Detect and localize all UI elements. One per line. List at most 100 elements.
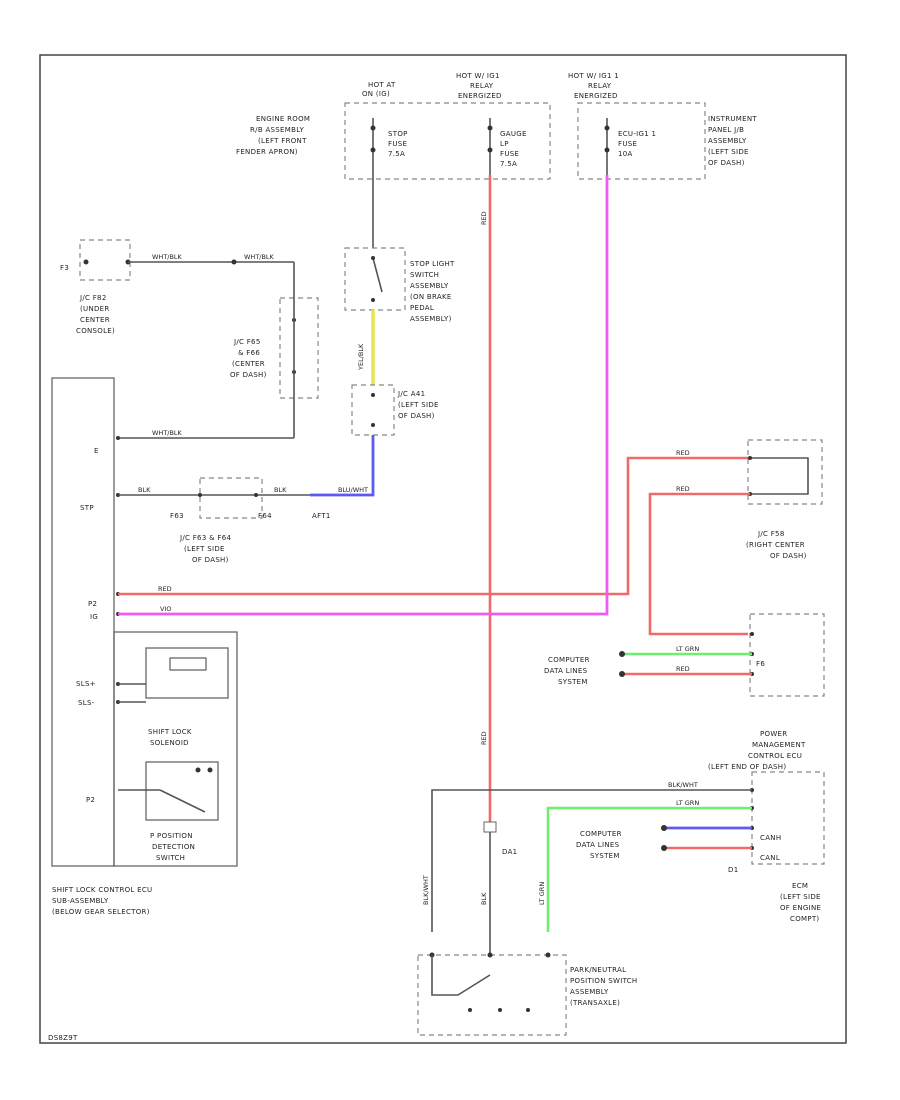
- svg-text:OF DASH): OF DASH): [708, 159, 745, 167]
- wire-violet-ig: [118, 175, 609, 616]
- svg-text:INSTRUMENT: INSTRUMENT: [708, 115, 757, 123]
- wire-red-loop: [648, 492, 750, 636]
- fuse-gauge-name: GAUGE: [500, 130, 527, 138]
- fuse-ecu-type: FUSE: [618, 140, 637, 148]
- svg-text:SYSTEM: SYSTEM: [558, 678, 588, 686]
- svg-text:POSITION SWITCH: POSITION SWITCH: [570, 977, 638, 985]
- computer-data-lines-2: COMPUTER DATA LINES SYSTEM: [576, 830, 622, 860]
- wire-label-wht-blk-1: WHT/BLK: [152, 253, 183, 261]
- wire-label-wht-blk-2: WHT/BLK: [244, 253, 275, 261]
- pin-stp: STP: [80, 504, 94, 512]
- jc-a41: J/C A41 (LEFT SIDE OF DASH): [351, 384, 438, 436]
- wire-label-wht-blk-3: WHT/BLK: [152, 429, 183, 437]
- hot-label-3-line3: ENERGIZED: [574, 92, 618, 100]
- wire-label-blk-wht: BLK/WHT: [668, 781, 698, 789]
- pin-ig: IG: [90, 613, 98, 621]
- shift-lock-ecu: E STP P2 IG SLS+ SLS- P2: [51, 377, 238, 867]
- fuse-gauge-sub: LP: [500, 140, 509, 148]
- svg-text:(LEFT SIDE: (LEFT SIDE: [780, 893, 821, 901]
- jc-f58: J/C F58 (RIGHT CENTER OF DASH): [746, 439, 823, 560]
- svg-text:PEDAL: PEDAL: [410, 304, 434, 312]
- wire-label-red-3: RED: [676, 449, 690, 457]
- svg-text:J/C F82: J/C F82: [79, 294, 107, 302]
- jc-f65: J/C F65 & F66 (CENTER OF DASH): [230, 297, 319, 399]
- svg-text:COMPUTER: COMPUTER: [548, 656, 590, 664]
- svg-text:(CENTER: (CENTER: [232, 360, 265, 368]
- svg-text:SHIFT LOCK CONTROL ECU: SHIFT LOCK CONTROL ECU: [52, 886, 152, 894]
- svg-text:DATA LINES: DATA LINES: [544, 667, 588, 675]
- stop-light-switch: STOP LIGHT SWITCH ASSEMBLY (ON BRAKE PED…: [344, 247, 455, 323]
- wire-label-blk-3: BLK: [480, 892, 488, 905]
- diagram-code: DS8Z9T: [48, 1034, 78, 1042]
- pin-e: E: [94, 447, 99, 455]
- wire-label-red-5: RED: [676, 665, 690, 673]
- jc-f82: F3 J/C F82 (UNDER CENTER CONSOLE): [60, 239, 131, 335]
- connector-da1-group: DA1: [483, 821, 517, 856]
- fuse-stop-type: FUSE: [388, 140, 407, 148]
- engine-room-label: ENGINE ROOM R/B ASSEMBLY (LEFT FRONT FEN…: [236, 115, 310, 156]
- diagram-frame: [39, 54, 847, 1044]
- svg-text:CENTER: CENTER: [80, 316, 110, 324]
- hot-label-3-line1: HOT W/ IG1 1: [568, 72, 619, 80]
- fuse-gauge-type: FUSE: [500, 150, 519, 158]
- svg-text:ASSEMBLY: ASSEMBLY: [570, 988, 609, 996]
- svg-text:OF DASH): OF DASH): [230, 371, 267, 379]
- connector-d1: D1: [728, 866, 738, 874]
- svg-text:(LEFT SIDE: (LEFT SIDE: [184, 545, 225, 553]
- wire-label-blu-wht: BLU/WHT: [338, 486, 368, 494]
- svg-text:SUB-ASSEMBLY: SUB-ASSEMBLY: [52, 897, 109, 905]
- svg-text:OF DASH): OF DASH): [398, 412, 435, 420]
- svg-text:COMPT): COMPT): [790, 915, 819, 923]
- wire-label-lt-grn-3: LT GRN: [538, 882, 546, 905]
- fuse-ecu-rating: 10A: [618, 150, 633, 158]
- svg-text:DATA LINES: DATA LINES: [576, 841, 620, 849]
- wire-label-vio: VIO: [160, 605, 171, 613]
- fuse-gauge-rating: 7.5A: [500, 160, 517, 168]
- svg-text:P POSITION: P POSITION: [150, 832, 193, 840]
- svg-text:COMPUTER: COMPUTER: [580, 830, 622, 838]
- shift-lock-solenoid: SHIFT LOCK SOLENOID: [118, 647, 229, 747]
- hot-label-1-line1: HOT AT: [368, 81, 396, 89]
- svg-text:(LEFT FRONT: (LEFT FRONT: [258, 137, 307, 145]
- pin-p2: P2: [88, 600, 97, 608]
- svg-text:(ON BRAKE: (ON BRAKE: [410, 293, 452, 301]
- svg-text:MANAGEMENT: MANAGEMENT: [752, 741, 806, 749]
- svg-text:FENDER APRON): FENDER APRON): [236, 148, 298, 156]
- wire-label-red-main: RED: [480, 211, 488, 225]
- connector-f63: F63: [170, 512, 184, 520]
- connector-f6: F6: [756, 660, 765, 668]
- fuse-box-stop: HOT AT ON (IG) STOP FUSE 7.5A: [344, 81, 551, 180]
- svg-text:OF DASH): OF DASH): [192, 556, 229, 564]
- svg-text:PANEL J/B: PANEL J/B: [708, 126, 744, 134]
- fuse-stop-name: STOP: [388, 130, 408, 138]
- fuse-box-ecu: HOT W/ IG1 1 RELAY ENERGIZED ECU-IG1 1 F…: [568, 72, 706, 180]
- svg-text:SYSTEM: SYSTEM: [590, 852, 620, 860]
- wire-red-p2: [118, 456, 748, 596]
- fuse-box-gauge: HOT W/ IG1 RELAY ENERGIZED GAUGE LP FUSE…: [456, 72, 527, 175]
- svg-text:STOP LIGHT: STOP LIGHT: [410, 260, 455, 268]
- svg-text:(BELOW GEAR SELECTOR): (BELOW GEAR SELECTOR): [52, 908, 150, 916]
- wire-blue: [310, 435, 375, 497]
- svg-text:SWITCH: SWITCH: [410, 271, 439, 279]
- svg-text:OF ENGINE: OF ENGINE: [780, 904, 821, 912]
- connector-canh: CANH: [760, 834, 781, 842]
- hot-label-2-line1: HOT W/ IG1: [456, 72, 500, 80]
- svg-text:OF DASH): OF DASH): [770, 552, 807, 560]
- connector-aft1: AFT1: [312, 512, 331, 520]
- svg-text:CONTROL ECU: CONTROL ECU: [748, 752, 802, 760]
- connector-f64: F64: [258, 512, 272, 520]
- connector-canl: CANL: [760, 854, 780, 862]
- p-position-switch: P POSITION DETECTION SWITCH: [118, 761, 219, 862]
- svg-text:POWER: POWER: [760, 730, 787, 738]
- svg-text:ECM: ECM: [792, 882, 808, 890]
- svg-text:DETECTION: DETECTION: [152, 843, 195, 851]
- connector-f3: F3: [60, 264, 69, 272]
- svg-text:PARK/NEUTRAL: PARK/NEUTRAL: [570, 966, 626, 974]
- hot-label-2-line2: RELAY: [470, 82, 494, 90]
- svg-text:J/C F58: J/C F58: [757, 530, 785, 538]
- hot-label-3-line2: RELAY: [588, 82, 612, 90]
- pin-sls-minus: SLS-: [78, 699, 95, 707]
- hot-label-2-line3: ENERGIZED: [458, 92, 502, 100]
- jc-f63-f64: F63 F64 AFT1 J/C F63 & F64 (LEFT SIDE OF…: [170, 477, 331, 564]
